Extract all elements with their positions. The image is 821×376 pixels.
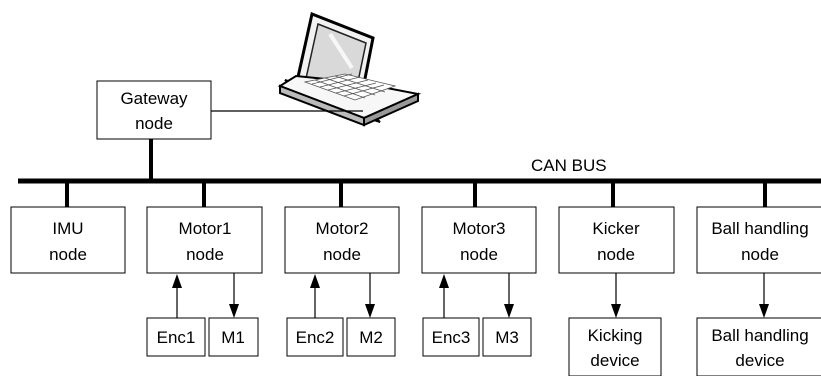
motor3-node: Motor3 node bbox=[421, 206, 537, 274]
enc2-box: Enc2 bbox=[286, 317, 344, 357]
enc1-arrow bbox=[172, 274, 182, 318]
kicking-device-box: Kicking device bbox=[568, 317, 662, 376]
ball-handling-device-box: Ball handling device bbox=[696, 317, 821, 376]
ball-handling-device-line1: Ball handling bbox=[711, 326, 808, 345]
ball-handling-arrow bbox=[759, 273, 769, 318]
imu-node: IMU node bbox=[10, 206, 126, 274]
m3-arrow bbox=[504, 273, 514, 318]
gateway-label-line1: Gateway bbox=[120, 89, 188, 108]
enc2-arrow bbox=[310, 274, 320, 318]
ball-handling-node-line1: Ball handling bbox=[711, 219, 808, 238]
enc2-label: Enc2 bbox=[296, 328, 335, 347]
m3-label: M3 bbox=[495, 328, 519, 347]
m2-box: M2 bbox=[346, 317, 396, 357]
motor2-node-line2: node bbox=[323, 245, 361, 264]
ball-handling-node-line2: node bbox=[741, 245, 779, 264]
kicking-arrow bbox=[611, 273, 621, 318]
can-bus-label: CAN BUS bbox=[531, 156, 607, 175]
m1-arrow bbox=[229, 273, 239, 318]
gateway-label-line2: node bbox=[135, 114, 173, 133]
motor3-node-line1: Motor3 bbox=[453, 219, 506, 238]
motor3-node-line2: node bbox=[460, 245, 498, 264]
motor1-node: Motor1 node bbox=[146, 206, 263, 274]
kicking-device-line2: device bbox=[590, 351, 639, 370]
motor2-node-line1: Motor2 bbox=[316, 219, 369, 238]
imu-node-line2: node bbox=[49, 245, 87, 264]
kicking-device-line1: Kicking bbox=[588, 326, 643, 345]
enc3-box: Enc3 bbox=[422, 317, 480, 357]
enc1-box: Enc1 bbox=[146, 317, 206, 357]
motor1-node-line1: Motor1 bbox=[179, 219, 232, 238]
ball-handling-node: Ball handling node bbox=[696, 206, 821, 274]
ball-handling-device-line2: device bbox=[735, 351, 784, 370]
motor2-node: Motor2 node bbox=[284, 206, 400, 274]
enc3-label: Enc3 bbox=[432, 328, 471, 347]
gateway-node: Gateway node bbox=[96, 80, 212, 140]
motor1-node-line2: node bbox=[186, 245, 224, 264]
kicker-node-line2: node bbox=[597, 245, 635, 264]
m2-label: M2 bbox=[359, 328, 383, 347]
kicker-node: Kicker node bbox=[558, 206, 675, 274]
m2-arrow bbox=[365, 273, 375, 318]
laptop-icon bbox=[277, 11, 422, 127]
imu-node-line1: IMU bbox=[52, 219, 83, 238]
m3-box: M3 bbox=[482, 317, 532, 357]
kicker-node-line1: Kicker bbox=[592, 219, 640, 238]
m1-label: M1 bbox=[221, 328, 245, 347]
enc3-arrow bbox=[439, 274, 449, 318]
enc1-label: Enc1 bbox=[157, 328, 196, 347]
m1-box: M1 bbox=[208, 317, 259, 357]
